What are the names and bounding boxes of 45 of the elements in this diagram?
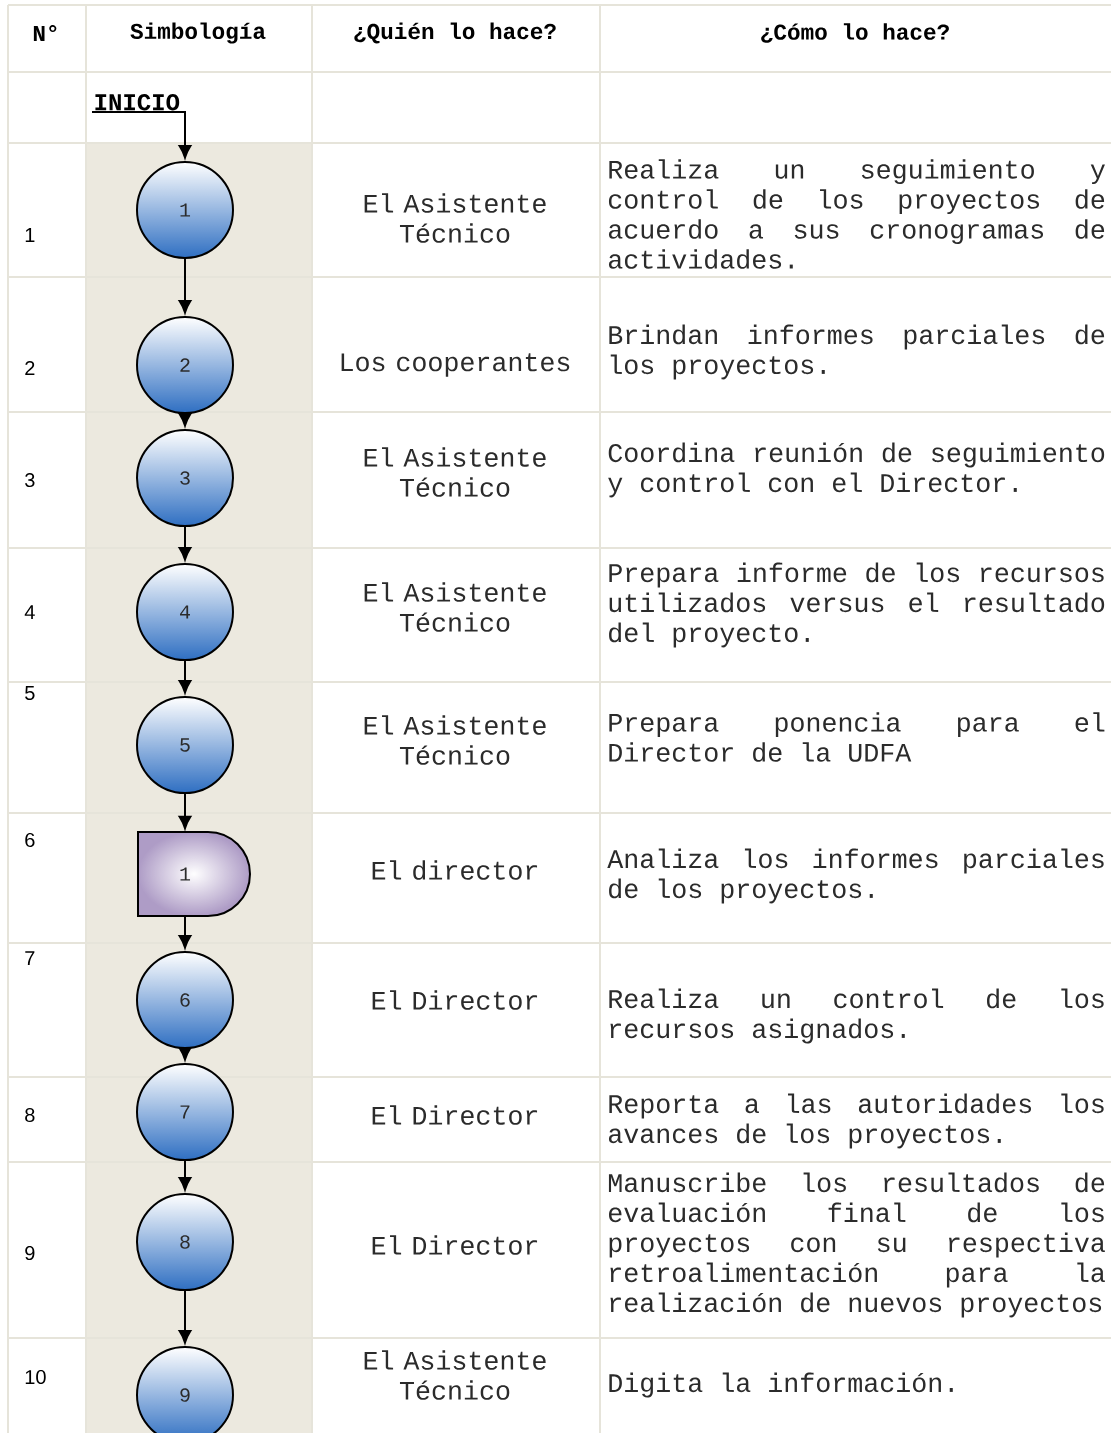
row-number: 1 [25, 228, 35, 242]
arrow [178, 1290, 192, 1344]
row-number: 8 [25, 1107, 35, 1123]
description-cell: Prepara ponencia para el Director de la UDFA [609, 712, 1105, 762]
arrow [178, 1047, 192, 1061]
responsible-cell: Los cooperantes [341, 353, 570, 377]
row-number: 6 [25, 832, 35, 848]
arrow [178, 793, 192, 830]
arrow [178, 413, 192, 427]
responsible-cell: El director [372, 860, 538, 880]
responsible-cell: El Asistente Técnico [364, 715, 546, 765]
responsible-cell: El Asistente Técnico [364, 582, 546, 632]
arrow [178, 526, 192, 561]
arrow [178, 1160, 192, 1191]
arrow [91, 111, 192, 159]
row-number: 10 [25, 1369, 46, 1385]
responsible-cell: El Director [372, 1235, 538, 1255]
row-number: 3 [25, 472, 35, 488]
description-cell: Brindan informes parciales de los proyectos. [609, 324, 1105, 380]
column-header: ¿Cómo lo hace? [761, 23, 949, 43]
column-header: Simbología [130, 22, 266, 44]
responsible-cell: El Asistente Técnico [364, 447, 546, 497]
description-cell: Digita la información. [609, 1372, 953, 1398]
responsible-cell: El Asistente Técnico [364, 193, 546, 243]
responsible-cell: El Director [372, 990, 538, 1010]
row-number: 5 [25, 686, 35, 700]
row-number: 2 [25, 361, 35, 375]
column-header: ¿Quién lo hace? [354, 22, 556, 44]
column-header: N° [33, 25, 57, 41]
arrow [178, 258, 192, 314]
description-cell: Realiza un control de los recursos asignados. [609, 988, 1104, 1044]
row-number: 9 [25, 1245, 35, 1261]
arrow [178, 915, 192, 949]
responsible-cell: El Asistente Técnico [364, 1350, 546, 1400]
start-label: INICIO [95, 94, 180, 111]
responsible-cell: El Director [372, 1105, 538, 1125]
arrow [178, 660, 192, 694]
description-cell: Analiza los informes parciales de los proyectos. [607, 848, 1104, 904]
description-cell: Coordina reunión de seguimiento y control con el Director. [608, 442, 1105, 498]
description-cell: Prepara informe de los recursos utilizados versus el resultado del proyecto. [609, 562, 1105, 648]
description-cell: Manuscribe los resultados de evaluación final de los proyectos con su respectiva retroalimentación para la realización de nuevos proyectos [608, 1172, 1105, 1318]
row-number: 4 [24, 605, 35, 619]
row-number: 7 [25, 951, 35, 965]
description-cell: Realiza un seguimiento y control de los proyectos de acuerdo a sus cronogramas de actividades. [608, 159, 1105, 269]
description-cell: Reporta a las autoridades los avances de los proyectos. [608, 1093, 1104, 1149]
